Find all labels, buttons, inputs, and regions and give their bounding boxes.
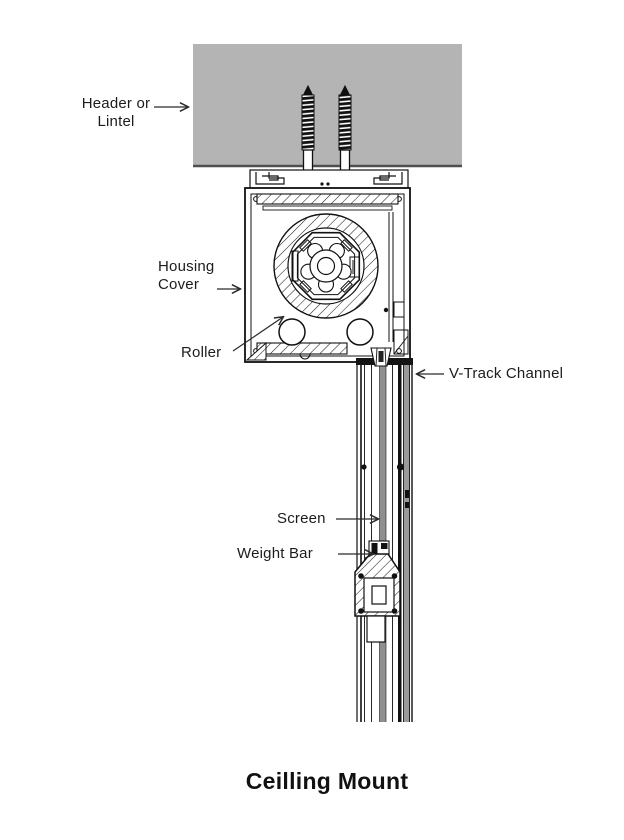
header-lintel-label-line2: Lintel <box>97 113 135 130</box>
mounting-bracket <box>249 169 409 189</box>
header-lintel-label-line1: Header or <box>81 95 151 112</box>
diagram-title: Ceilling Mount <box>245 768 409 794</box>
weight-bar-label: Weight Bar <box>237 545 313 562</box>
roller-label: Roller <box>181 344 222 361</box>
housing-cover-label: Housing Cover <box>158 258 214 294</box>
header-lintel-block <box>193 44 462 168</box>
roller-hub <box>300 242 352 293</box>
screw-right <box>336 84 354 181</box>
roller-arrow <box>232 317 283 352</box>
screen-label: Screen <box>277 510 326 527</box>
v-track-channel <box>356 347 413 722</box>
vtrack-channel-label: V-Track Channel <box>449 365 564 382</box>
screen-line <box>379 352 387 722</box>
callout-arrows <box>154 107 444 554</box>
housing-cover-label-line1: Housing <box>158 258 215 275</box>
guide-rollers <box>278 318 374 346</box>
screen-entry-funnel <box>370 347 392 367</box>
header-lintel-label: Header or Lintel <box>58 95 174 131</box>
weight-bar-assembly <box>354 540 401 643</box>
housing-cover-label-line2: Cover <box>158 276 200 293</box>
roller-assembly <box>273 213 379 319</box>
